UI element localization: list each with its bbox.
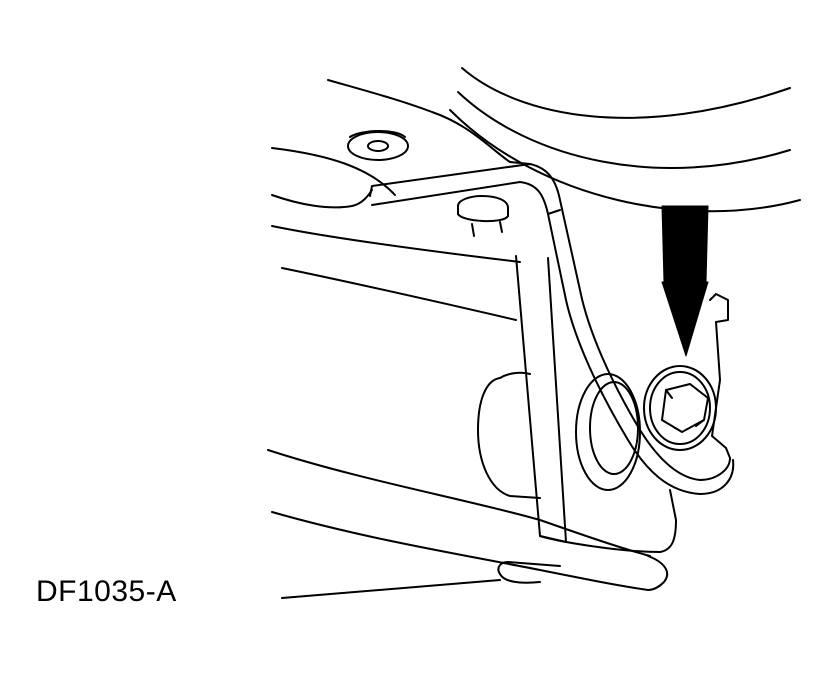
bolt-assembly (575, 293, 729, 491)
drain-plug (347, 130, 409, 161)
stud (457, 195, 509, 237)
lower-skid (497, 561, 561, 584)
floor-pan (271, 79, 511, 209)
leader-line (281, 579, 501, 599)
drum-housing (449, 67, 801, 213)
direction-arrow-icon (661, 205, 709, 357)
frame-rail (267, 225, 669, 591)
cylinder-bushing (477, 371, 541, 499)
mounting-bracket (369, 161, 735, 495)
vertical-plate (515, 255, 677, 553)
figure-id-label: DF1035-A (36, 575, 177, 608)
